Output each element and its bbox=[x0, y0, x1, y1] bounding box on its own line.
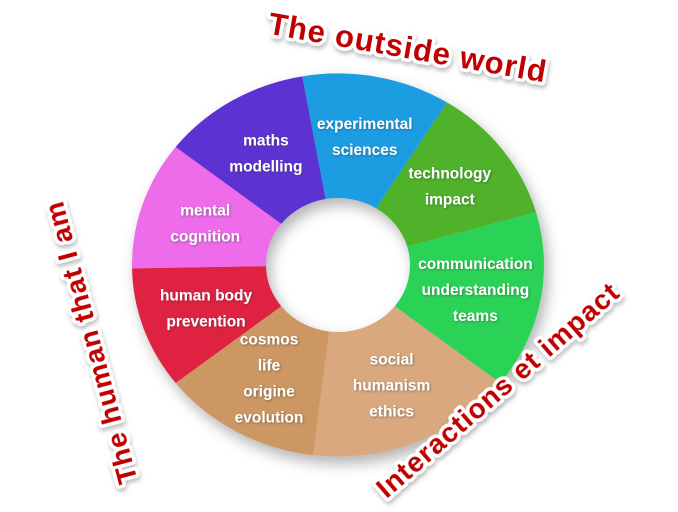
segment-experimental-sciences bbox=[302, 73, 448, 209]
donut-segments bbox=[132, 73, 544, 457]
segment-social-humanism-ethics bbox=[312, 306, 501, 457]
segment-technology-impact bbox=[376, 102, 537, 247]
segment-maths-modelling bbox=[175, 76, 326, 224]
segment-human-body-prevention bbox=[132, 266, 282, 383]
segment-communication-understanding-teams bbox=[394, 212, 544, 383]
segment-mental-cognition bbox=[132, 147, 282, 269]
title-the-human-that-i-am: The human that I am bbox=[38, 198, 143, 487]
segment-cosmos-life-origine-evolution bbox=[175, 306, 330, 456]
